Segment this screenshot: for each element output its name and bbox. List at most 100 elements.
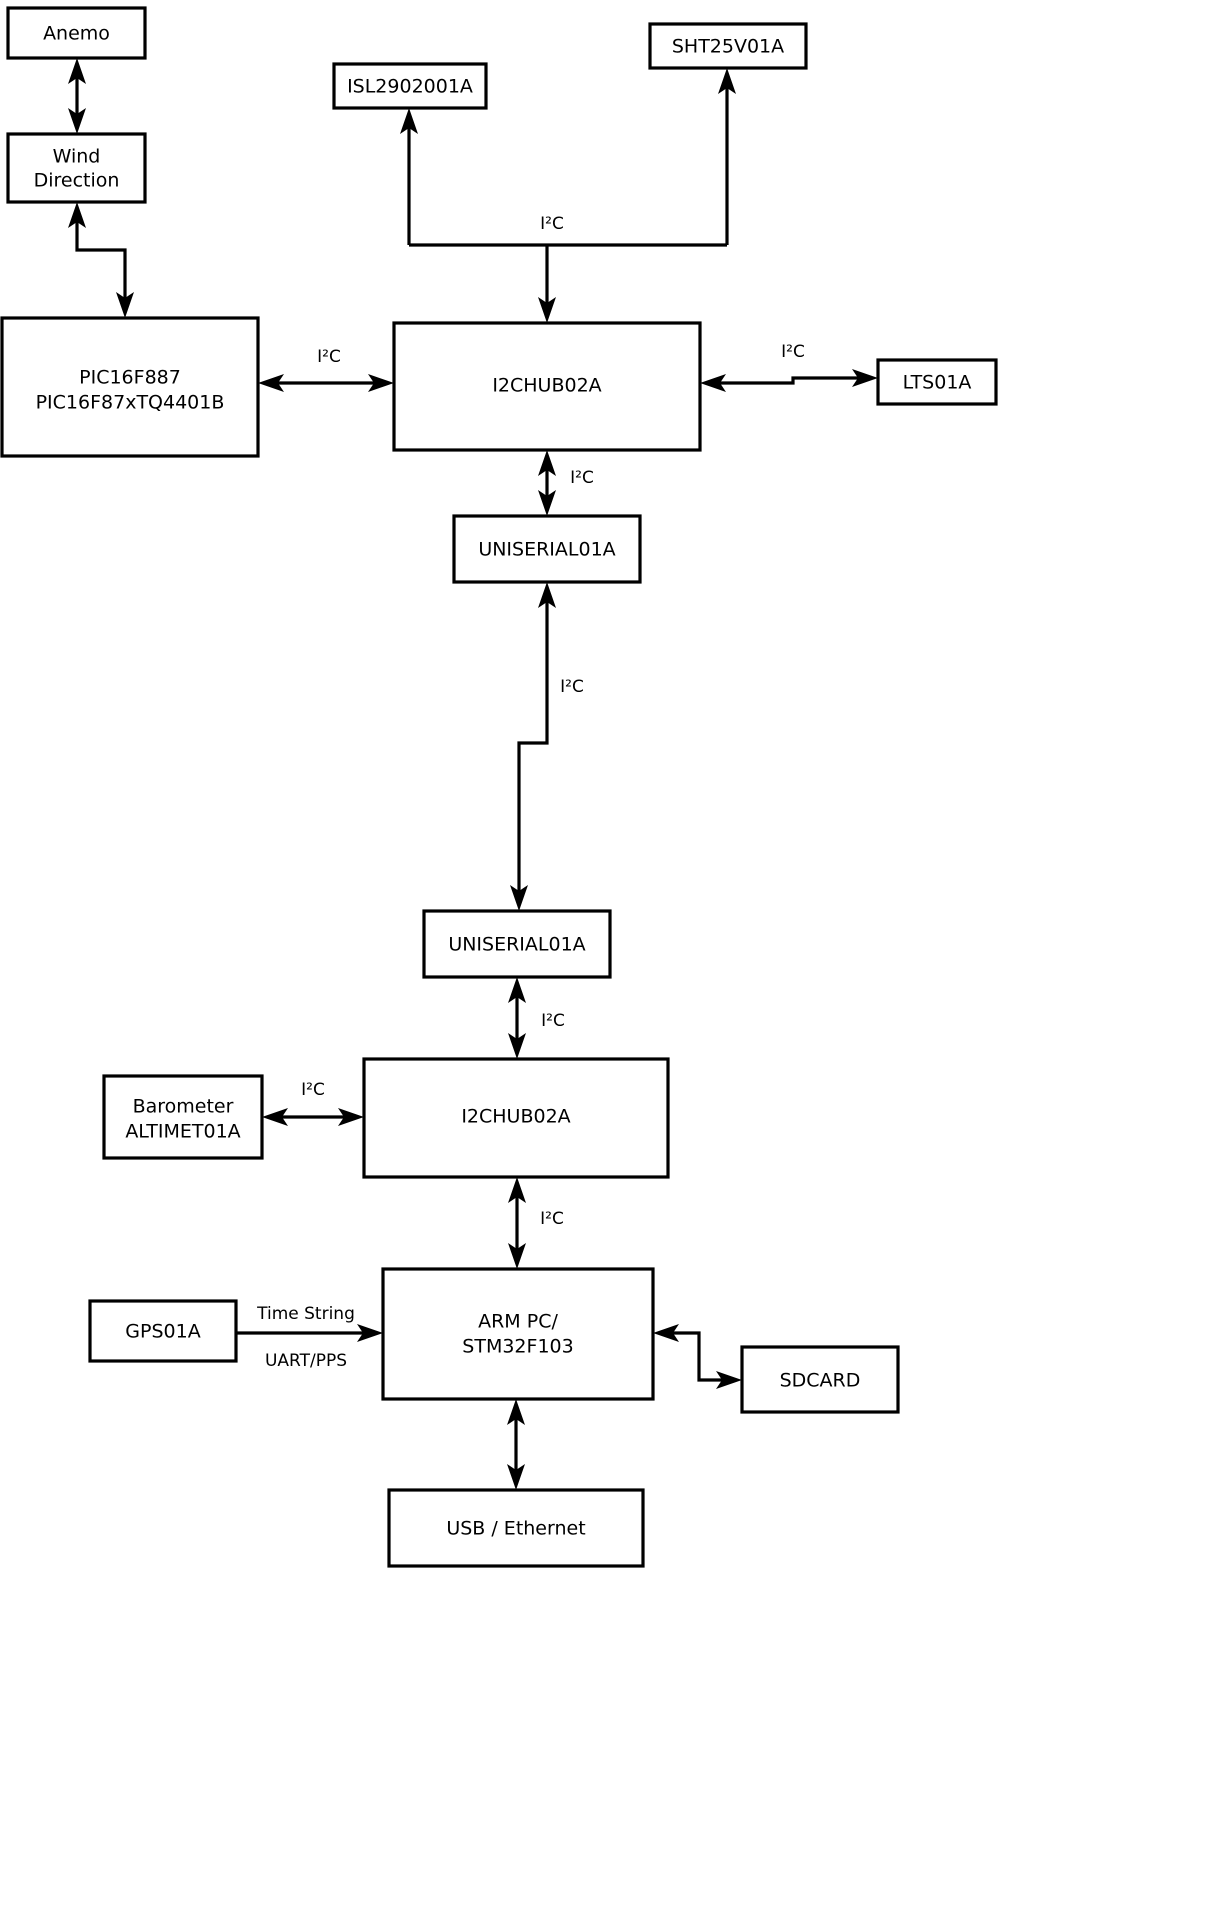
node-box[interactable] bbox=[6, 6, 147, 60]
arrow-head-up bbox=[508, 977, 526, 1003]
arrow-head-up bbox=[538, 582, 556, 608]
node-pic16f887[interactable]: PIC16F887 PIC16F87xTQ4401B bbox=[0, 316, 260, 458]
arrow-head-up bbox=[68, 202, 86, 228]
node-label: UNISERIAL01A bbox=[478, 539, 615, 561]
node-label-line1: Barometer bbox=[133, 1096, 234, 1118]
edge-gps01a-to-arm-pc: Time String UART/PPS bbox=[236, 1304, 383, 1371]
node-label: LTS01A bbox=[903, 372, 972, 394]
node-label: I2CHUB02A bbox=[461, 1106, 570, 1128]
node-label: SHT25V01A bbox=[672, 36, 784, 58]
node-label-line2: Direction bbox=[34, 170, 120, 192]
arrow-head-up bbox=[68, 58, 86, 84]
edge-label-i2c: I²C bbox=[540, 1209, 564, 1229]
node-label: ISL2902001A bbox=[347, 76, 473, 98]
arrow-head-down-into-hub bbox=[538, 297, 556, 323]
node-label: USB / Ethernet bbox=[446, 1518, 585, 1540]
edge-label-i2c: I²C bbox=[301, 1080, 325, 1100]
edge-label-i2c: I²C bbox=[540, 214, 564, 234]
edge-label-i2c: I²C bbox=[317, 347, 341, 367]
arrow-head-right bbox=[716, 1371, 742, 1389]
node-uniserial01a-lower[interactable]: UNISERIAL01A bbox=[422, 909, 612, 979]
node-box[interactable] bbox=[648, 22, 808, 70]
node-label: Anemo bbox=[43, 23, 110, 45]
node-usb-ethernet[interactable]: USB / Ethernet bbox=[387, 1488, 645, 1568]
arrow-head-right bbox=[338, 1108, 364, 1126]
node-label-line1: PIC16F887 bbox=[79, 367, 181, 389]
node-box[interactable] bbox=[0, 316, 260, 458]
node-box[interactable] bbox=[88, 1299, 238, 1363]
edge-uniserial-1-to-uniserial-2: I²C bbox=[510, 582, 584, 911]
node-box[interactable] bbox=[332, 62, 488, 110]
arrow-head-left bbox=[262, 1108, 288, 1126]
arrow-head-up bbox=[508, 1177, 526, 1203]
edge-pic-to-wind-direction bbox=[68, 202, 134, 318]
arrow-head-right bbox=[368, 374, 394, 392]
node-box[interactable] bbox=[102, 1074, 264, 1160]
node-anemo[interactable]: Anemo bbox=[6, 6, 147, 60]
arrow-head-left bbox=[700, 374, 726, 392]
arrow-head-down bbox=[508, 1243, 526, 1269]
node-box[interactable] bbox=[876, 358, 998, 406]
edge-wind-direction-to-anemo bbox=[68, 58, 86, 134]
edge-barometer-to-i2chub-bottom: I²C bbox=[262, 1080, 364, 1126]
edge-line bbox=[671, 1331, 724, 1382]
node-sdcard[interactable]: SDCARD bbox=[740, 1345, 900, 1414]
node-label-line2: ALTIMET01A bbox=[125, 1121, 240, 1143]
node-label: SDCARD bbox=[780, 1370, 861, 1392]
node-arm-pc-stm32f103[interactable]: ARM PC/ STM32F103 bbox=[381, 1267, 655, 1401]
node-box[interactable] bbox=[6, 132, 147, 204]
node-wind-direction[interactable]: Wind Direction bbox=[6, 132, 147, 204]
node-box[interactable] bbox=[392, 321, 702, 452]
arrow-head-up-isl bbox=[400, 108, 418, 134]
arrow-head-left bbox=[653, 1324, 679, 1342]
edge-line bbox=[517, 600, 549, 893]
edge-arm-pc-to-usb-ethernet bbox=[507, 1399, 525, 1490]
node-i2chub02a-top[interactable]: I2CHUB02A bbox=[392, 321, 702, 452]
node-label: GPS01A bbox=[125, 1321, 200, 1343]
node-label-line2: STM32F103 bbox=[462, 1336, 573, 1358]
node-label-line1: ARM PC/ bbox=[478, 1311, 558, 1333]
arrow-head-down bbox=[508, 1033, 526, 1059]
edge-line bbox=[719, 376, 860, 385]
node-box[interactable] bbox=[452, 514, 642, 584]
node-barometer-altimet01a[interactable]: Barometer ALTIMET01A bbox=[102, 1074, 264, 1160]
arrow-head-down bbox=[507, 1464, 525, 1490]
node-uniserial01a-upper[interactable]: UNISERIAL01A bbox=[452, 514, 642, 584]
edge-label-i2c: I²C bbox=[570, 468, 594, 488]
node-box[interactable] bbox=[422, 909, 612, 979]
edge-label-i2c: I²C bbox=[541, 1011, 565, 1031]
edge-uniserial-2-to-i2chub-bottom: I²C bbox=[508, 977, 565, 1059]
node-label-line1: Wind bbox=[53, 146, 101, 168]
node-i2chub02a-bottom[interactable]: I2CHUB02A bbox=[362, 1057, 670, 1179]
arrow-head-left bbox=[258, 374, 284, 392]
edge-label-time-string: Time String bbox=[256, 1304, 355, 1324]
arrow-head-right bbox=[357, 1324, 383, 1342]
node-label: UNISERIAL01A bbox=[448, 934, 585, 956]
arrow-head-right bbox=[852, 369, 878, 387]
node-box[interactable] bbox=[387, 1488, 645, 1568]
arrow-head-down bbox=[116, 292, 134, 318]
node-label-line2: PIC16F87xTQ4401B bbox=[36, 392, 225, 414]
node-gps01a[interactable]: GPS01A bbox=[88, 1299, 238, 1363]
edge-arm-pc-to-sdcard bbox=[653, 1324, 742, 1389]
node-sht25v01a[interactable]: SHT25V01A bbox=[648, 22, 808, 70]
node-isl2902001a[interactable]: ISL2902001A bbox=[332, 62, 488, 110]
arrow-head-down bbox=[538, 490, 556, 516]
arrow-head-down bbox=[510, 885, 528, 911]
arrow-head-down bbox=[68, 108, 86, 134]
edge-i2chub-top-to-lts01a: I²C bbox=[700, 342, 878, 392]
edge-i2chub-top-to-sensors: I²C bbox=[400, 68, 736, 323]
node-box[interactable] bbox=[362, 1057, 670, 1179]
node-lts01a[interactable]: LTS01A bbox=[876, 358, 998, 406]
edge-line bbox=[75, 218, 127, 300]
edge-i2chub-top-to-uniserial-1: I²C bbox=[538, 450, 594, 516]
edge-label-i2c: I²C bbox=[781, 342, 805, 362]
node-box[interactable] bbox=[740, 1345, 900, 1414]
node-box[interactable] bbox=[381, 1267, 655, 1401]
arrow-head-up bbox=[538, 450, 556, 476]
node-label: I2CHUB02A bbox=[492, 375, 601, 397]
edge-i2chub-bottom-to-arm-pc: I²C bbox=[508, 1177, 564, 1269]
edge-pic-to-i2chub-top: I²C bbox=[258, 347, 394, 392]
arrow-head-up-sht bbox=[718, 68, 736, 94]
